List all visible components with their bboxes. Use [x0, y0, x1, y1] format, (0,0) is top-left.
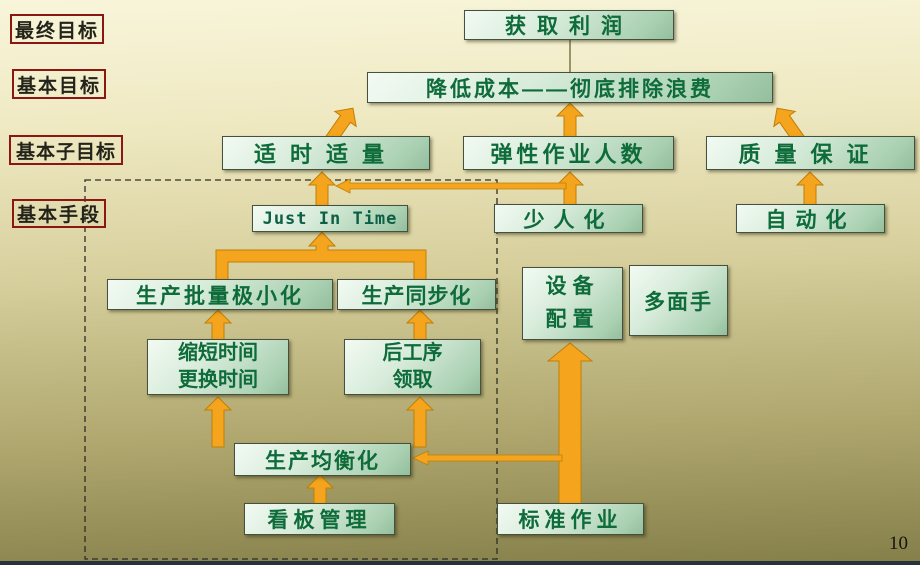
node-batch-minimization: 生产批量极小化 — [107, 279, 333, 310]
node-multi-skill-worker: 多面手 — [629, 265, 728, 336]
node-shorten-changeover-line2: 更换时间 — [178, 369, 258, 391]
node-later-process-pull-line2: 领取 — [392, 369, 433, 391]
node-sync-production: 生产同步化 — [337, 279, 496, 310]
slide-bottom-edge — [0, 561, 920, 565]
node-standard-work: 标准作业 — [497, 503, 644, 535]
arrow-standard-work-to-equipment — [546, 342, 594, 508]
basic-means-boundary — [84, 179, 498, 560]
node-quality-assurance: 质量保证 — [706, 136, 915, 170]
arrow-few-workers-to-jit-group — [335, 178, 567, 194]
node-shorten-changeover: 缩短时间 更换时间 — [147, 339, 289, 395]
node-later-process-pull: 后工序 领取 — [344, 339, 481, 395]
node-few-workers: 少人化 — [494, 204, 643, 233]
node-reduce-cost: 降低成本——彻底排除浪费 — [367, 72, 773, 103]
node-right-time-quantity: 适时适量 — [222, 136, 430, 170]
arrow-quality-to-cost — [773, 107, 806, 146]
node-equipment-layout-line2: 配置 — [545, 307, 600, 331]
node-equipment-layout-line1: 设备 — [545, 274, 600, 298]
node-profit: 获取利润 — [464, 10, 674, 40]
node-shorten-changeover-line1: 缩短时间 — [178, 342, 258, 364]
node-kanban-management: 看板管理 — [244, 503, 395, 535]
arrow-flexible-to-cost — [555, 102, 585, 141]
side-label-basic-subgoal: 基本子目标 — [9, 135, 123, 165]
node-production-leveling: 生产均衡化 — [234, 443, 411, 476]
node-just-in-time: Just In Time — [252, 205, 408, 232]
arrow-leveling-to-pull — [405, 396, 435, 448]
node-autonomation: 自动化 — [736, 204, 885, 233]
side-label-basic-means: 基本手段 — [12, 199, 106, 228]
node-equipment-layout: 设备 配置 — [522, 267, 623, 340]
arrow-standard-work-to-leveling — [412, 450, 563, 466]
side-label-final-goal: 最终目标 — [10, 14, 104, 44]
node-later-process-pull-line1: 后工序 — [382, 342, 443, 364]
arrow-batch-sync-to-jit — [215, 231, 427, 282]
side-label-basic-goal: 基本目标 — [12, 69, 106, 99]
arrow-leveling-to-changeover — [203, 396, 233, 448]
page-number: 10 — [889, 533, 908, 554]
node-flexible-workers: 弹性作业人数 — [463, 136, 674, 170]
